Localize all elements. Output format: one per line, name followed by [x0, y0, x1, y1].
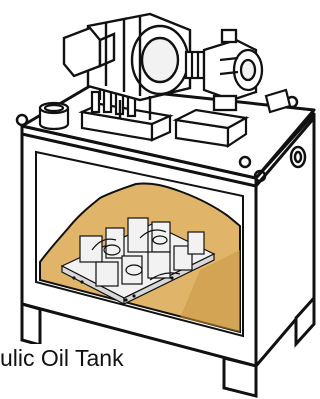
tank-leg-right-front	[224, 358, 256, 396]
internal-block	[96, 262, 118, 286]
bolt	[132, 294, 135, 297]
bolt	[170, 276, 173, 279]
internal-block	[128, 218, 148, 252]
internal-block	[122, 256, 142, 284]
internal-block	[80, 236, 102, 262]
internal-block	[148, 252, 170, 278]
coupling	[186, 52, 204, 78]
bolt	[124, 298, 127, 301]
bolt	[80, 280, 83, 283]
tank-leg-left	[22, 304, 40, 345]
figure-caption: ulic Oil Tank	[0, 344, 127, 372]
motor-mount	[176, 110, 246, 146]
internal-block	[106, 228, 124, 258]
sight-glass-icon	[291, 147, 305, 167]
bolt	[72, 276, 75, 279]
filler-breather-cap-icon	[40, 103, 68, 129]
lifting-eye-icon	[17, 115, 27, 125]
internal-block	[188, 232, 204, 254]
